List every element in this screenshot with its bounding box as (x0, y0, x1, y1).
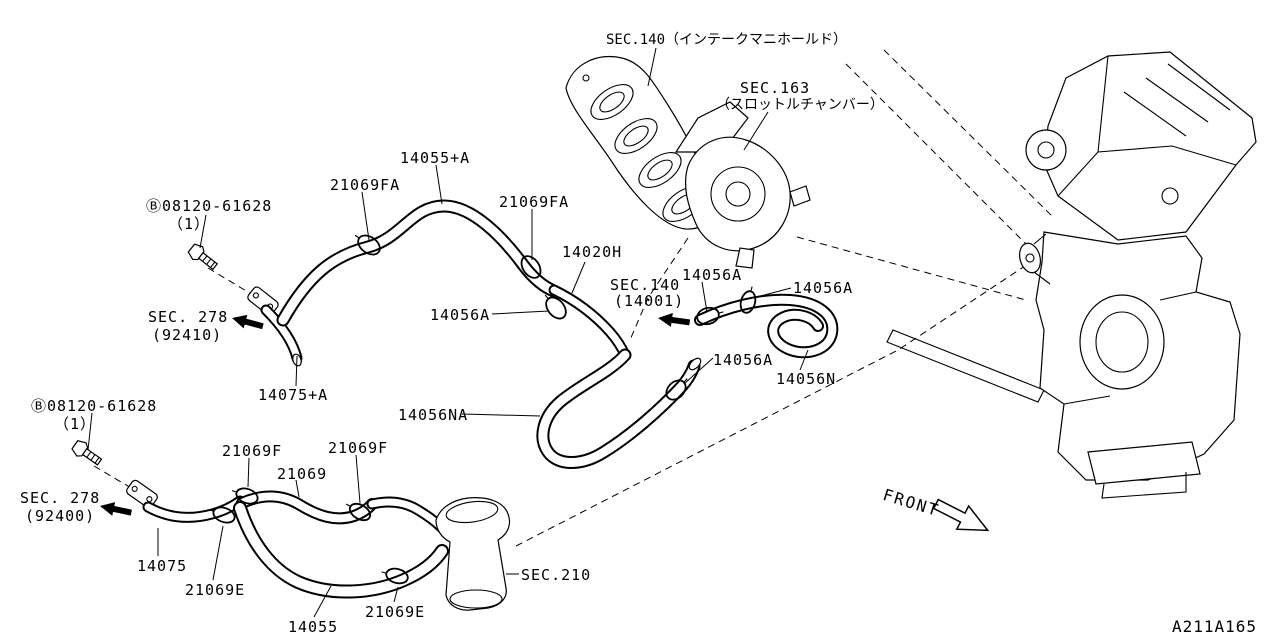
part-label-14055: 14055 (288, 618, 339, 636)
clamp-21069e-2 (381, 567, 409, 585)
label-sec278-upper-line1: SEC. 278 (148, 308, 229, 326)
part-label-21069f-1: 21069F (222, 442, 283, 460)
label-sec163: SEC.163 (740, 79, 811, 97)
sec140-14001-arrow-icon (658, 313, 691, 327)
front-arrow-icon (932, 498, 990, 532)
bolt-top-drawing (187, 243, 219, 271)
label-bolt-top-qty: （1） (168, 215, 211, 233)
part-label-21069: 21069 (277, 465, 328, 483)
clamp-21069f-2 (345, 502, 372, 522)
clamp-21069fa-1 (354, 234, 381, 256)
part-label-14056a-2: 14056A (793, 279, 854, 297)
label-sec278-lower-line1: SEC. 278 (20, 489, 101, 507)
hose-14056na-drawing (536, 348, 702, 469)
clamp-21069e-1 (208, 506, 236, 524)
part-label-14056n: 14056N (776, 370, 837, 388)
label-sec278-upper-line2: (92410) (152, 326, 223, 344)
leader-lines (87, 47, 809, 618)
part-label-14020h: 14020H (562, 243, 623, 261)
bolt-left-drawing (71, 440, 103, 466)
part-label-14056a-4: 14056A (713, 351, 774, 369)
hose-14056n-drawing (694, 293, 839, 359)
part-label-14055a: 14055+A (400, 149, 471, 167)
part-label-14056na: 14056NA (398, 406, 469, 424)
label-sec140-14001-line2: (14001) (614, 292, 685, 310)
pipe-14020h-drawing (548, 284, 631, 361)
diagram-code: A211A165 (1172, 617, 1258, 636)
hose-21069-drawing (236, 490, 378, 525)
hose-14055a-drawing (276, 199, 561, 327)
label-sec140-intake-manifold: SEC.140（インテークマニホールド） (606, 32, 848, 48)
pipe-14075-drawing (142, 495, 246, 523)
label-sec278-lower-line2: (92400) (25, 507, 96, 525)
part-label-bolt-top: Ⓑ08120-61628 (146, 197, 273, 215)
part-label-14056a-1: 14056A (682, 266, 743, 284)
clamp-14056a-3 (544, 294, 567, 320)
part-label-21069fa-1: 21069FA (330, 176, 401, 194)
sec210-part-drawing (435, 497, 511, 611)
part-label-14056a-3: 14056A (430, 306, 491, 324)
clamp-14056a-4 (665, 378, 688, 401)
label-sec210: SEC.210 (521, 566, 592, 584)
part-label-21069e-1: 21069E (185, 581, 246, 599)
part-label-bolt-left: Ⓑ08120-61628 (31, 397, 158, 415)
sec278-upper-arrow-icon (232, 314, 264, 330)
part-label-14075: 14075 (137, 557, 188, 575)
sec278-lower-arrow-icon (100, 502, 132, 516)
part-label-21069f-2: 21069F (328, 439, 389, 457)
part-label-21069fa-2: 21069FA (499, 193, 570, 211)
label-sec140-14001-line1: SEC.140 (610, 276, 681, 294)
clamp-21069fa-2 (520, 252, 542, 279)
pipe-to-sec210-drawing (366, 496, 448, 534)
part-label-14075a: 14075+A (258, 386, 329, 404)
throttle-chamber-drawing (674, 101, 811, 269)
oil-filler-cap (1025, 129, 1067, 171)
label-sec163-throttle-chamber: （スロットルチャンバー） (716, 97, 884, 113)
clamp-14056a-2 (739, 286, 757, 314)
hose-14055-drawing (233, 501, 449, 599)
engine-drawing (886, 51, 1257, 499)
flange-lower (126, 479, 158, 509)
clamp-21069f-1 (231, 487, 259, 505)
label-bolt-left-qty: （1） (54, 415, 97, 433)
part-label-21069e-2: 21069E (365, 603, 426, 621)
